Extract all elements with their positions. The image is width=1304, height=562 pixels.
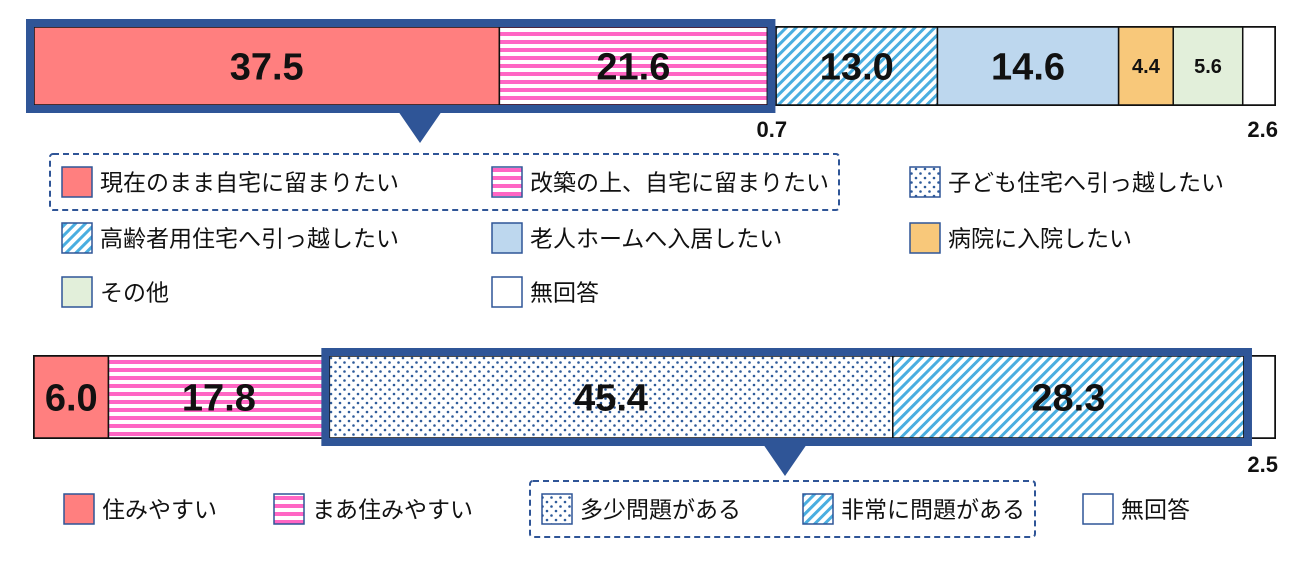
legend-group-box [49, 153, 840, 211]
bar-segment-7 [1172, 26, 1244, 106]
bar-segment-3 [328, 355, 894, 439]
value-label: 17.8 [182, 378, 256, 420]
legend: 住みやすい まあ住みやすい 多少問題がある 非常に問題がある 無回答 [63, 480, 1190, 538]
stacked-bar-chart-2: 6.0 17.8 45.4 28.3 2.5 [33, 348, 1278, 477]
legend-label: 高齢者用住宅へ引っ越したい [100, 226, 399, 252]
legend-label: その他 [100, 280, 169, 306]
legend-label: 改築の上、自宅に留まりたい [530, 170, 829, 196]
value-label-outside: 0.7 [756, 117, 787, 142]
value-label: 37.5 [230, 47, 304, 89]
legend-item: その他 [61, 276, 169, 308]
legend-swatch [541, 493, 573, 525]
legend-item: 住みやすい [63, 493, 217, 525]
value-label: 13.0 [820, 47, 894, 89]
legend-label: 住みやすい [102, 497, 217, 523]
highlight-pointer [398, 111, 442, 143]
bar-segment-4 [892, 355, 1245, 439]
value-label: 45.4 [574, 378, 648, 420]
legend-item: 無回答 [491, 276, 599, 308]
legend-item: 非常に問題がある [802, 493, 1025, 525]
bar-segment-6 [1117, 26, 1174, 106]
legend-label: まあ住みやすい [312, 497, 473, 523]
legend-swatch [491, 222, 523, 254]
value-label: 4.4 [1132, 56, 1161, 78]
legend-item: 高齢者用住宅へ引っ越したい [61, 222, 399, 254]
legend-item: 病院に入院したい [909, 222, 1132, 254]
bar-segment-1 [33, 355, 110, 439]
highlight-pointer [763, 444, 807, 476]
stacked-bar-chart-1: 37.5 21.6 0.7 13.0 14.6 4.4 5.6 2.6 [26, 19, 1278, 143]
legend-swatch [491, 276, 523, 308]
legend-item: まあ住みやすい [273, 493, 473, 525]
highlight-frame [321, 348, 1252, 446]
legend-label: 現在のまま自宅に留まりたい [100, 170, 399, 196]
bar-segment-5 [936, 26, 1120, 106]
legend-swatch [61, 166, 93, 198]
value-label-outside: 2.6 [1247, 117, 1278, 142]
value-label: 21.6 [596, 47, 670, 89]
legend-label: 子ども住宅へ引っ越したい [948, 170, 1224, 196]
legend-swatch [1082, 493, 1114, 525]
value-label-outside: 2.5 [1247, 452, 1278, 477]
value-label: 28.3 [1031, 378, 1105, 420]
value-label: 14.6 [991, 47, 1065, 89]
legend-label: 無回答 [1121, 497, 1190, 523]
value-label: 5.6 [1194, 56, 1222, 78]
highlight-frame [26, 19, 776, 113]
legend-label: 老人ホームへ入居したい [530, 226, 782, 252]
legend-item: 現在のまま自宅に留まりたい [61, 166, 399, 198]
value-label: 6.0 [45, 378, 98, 420]
legend-swatch [61, 222, 93, 254]
legend-label: 多少問題がある [580, 497, 741, 523]
legend-item: 多少問題がある [541, 493, 741, 525]
legend-label: 病院に入院したい [948, 226, 1132, 252]
legend-swatch [909, 166, 941, 198]
bar-segment-1 [33, 26, 501, 106]
legend-label: 非常に問題がある [841, 497, 1025, 523]
legend-swatch [61, 276, 93, 308]
legend-label: 無回答 [530, 280, 599, 306]
legend-item: 改築の上、自宅に留まりたい [491, 166, 829, 198]
legend-swatch [909, 222, 941, 254]
legend: 現在のまま自宅に留まりたい 改築の上、自宅に留まりたい 子ども住宅へ引っ越したい高齢… [49, 153, 1224, 308]
legend-item: 老人ホームへ入居したい [491, 222, 782, 254]
legend-swatch [491, 166, 523, 198]
bar-segment-8 [1241, 26, 1276, 106]
legend-item: 子ども住宅へ引っ越したい [909, 166, 1224, 198]
legend-item: 無回答 [1082, 493, 1190, 525]
legend-swatch [802, 493, 834, 525]
legend-swatch [273, 493, 305, 525]
legend-swatch [63, 493, 95, 525]
